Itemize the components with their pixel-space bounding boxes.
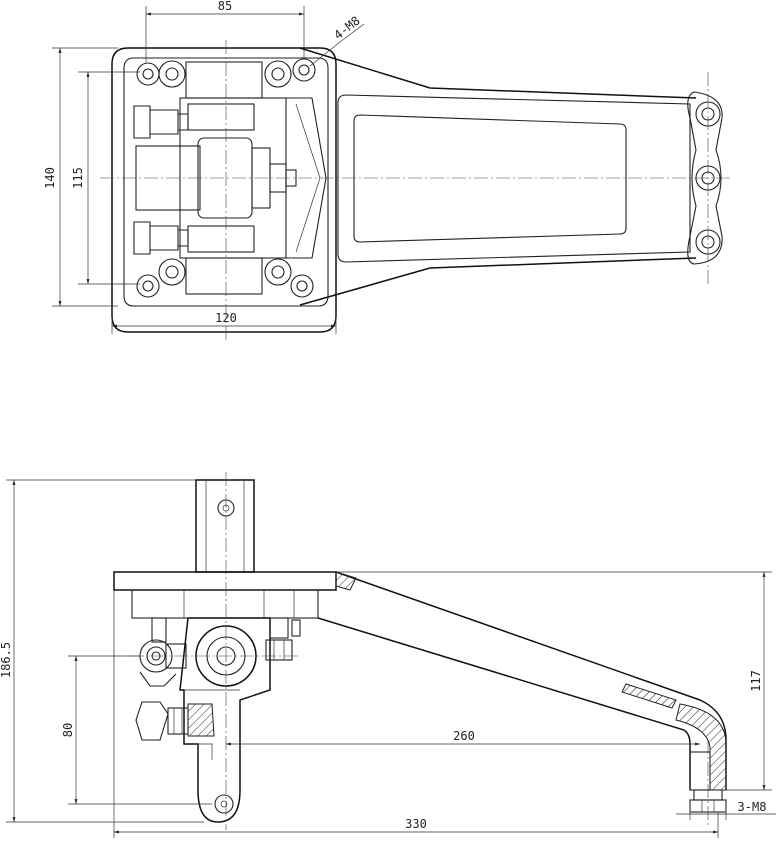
arm-outline-top <box>299 47 697 99</box>
dim-140: 140 <box>43 47 118 307</box>
dim-117: 117 <box>336 571 772 791</box>
dim-120-label: 120 <box>215 311 237 325</box>
hinge-block-top <box>185 61 263 99</box>
dim-260: 260 <box>226 729 700 746</box>
mount-hole-bl <box>136 258 186 298</box>
dim-117-label: 117 <box>749 670 763 692</box>
mount-hole-tl <box>136 60 186 88</box>
dim-140-label: 140 <box>43 167 57 189</box>
hinge-block-bottom <box>185 257 263 295</box>
dim-330-label: 330 <box>405 817 427 831</box>
side-view: 186.5 80 260 117 3-M8 <box>0 472 776 838</box>
spring-upper <box>187 103 255 131</box>
hinge-body-edge <box>198 743 213 760</box>
dim-260-label: 260 <box>453 729 475 743</box>
dim-120: 120 <box>111 311 337 334</box>
arm-outline-bottom <box>299 257 697 306</box>
adjust-screw-upper <box>133 105 189 139</box>
adjust-screw-lower <box>133 221 189 255</box>
side-arm-end-stud <box>689 751 711 791</box>
hinge-lower-hole <box>214 794 234 814</box>
hinge-body <box>179 617 271 823</box>
callout-3m8: 3-M8 <box>676 800 776 820</box>
dim-80-label: 80 <box>61 723 75 737</box>
callout-4m8-label: 4-M8 <box>331 14 362 43</box>
dim-80: 80 <box>61 655 212 805</box>
mount-post <box>195 479 255 573</box>
side-base-flange <box>131 589 319 619</box>
side-arm-upper-edge <box>335 571 727 790</box>
dim-330: 330 <box>113 590 719 838</box>
side-arm-hatch-band <box>621 683 677 709</box>
dim-115-label: 115 <box>71 167 85 189</box>
mount-hole-tr <box>264 58 316 88</box>
callout-3m8-label: 3-M8 <box>738 800 767 814</box>
base-plate-recess <box>123 57 329 307</box>
side-arm-hatch-elbow <box>675 703 727 791</box>
side-pivot <box>139 617 187 687</box>
arm-window <box>353 114 627 243</box>
side-arm-lower-edge <box>317 617 691 790</box>
side-arm-hatch-start <box>335 571 357 591</box>
dim-115: 115 <box>71 71 140 285</box>
side-base-plate <box>113 571 337 591</box>
top-view: 85 4-M8 140 115 120 <box>43 0 730 340</box>
dim-186-5: 186.5 <box>0 479 204 823</box>
dim-85: 85 <box>145 0 305 62</box>
side-nut <box>265 617 301 661</box>
mount-hole-br <box>264 258 314 298</box>
end-bracket <box>687 91 723 265</box>
dim-85-label: 85 <box>218 0 232 13</box>
lower-adjust-screw <box>135 701 215 741</box>
spring-lower <box>187 225 255 253</box>
arm-body <box>337 94 691 263</box>
base-plate-outline <box>111 47 337 333</box>
dim-186-5-label: 186.5 <box>0 642 13 678</box>
